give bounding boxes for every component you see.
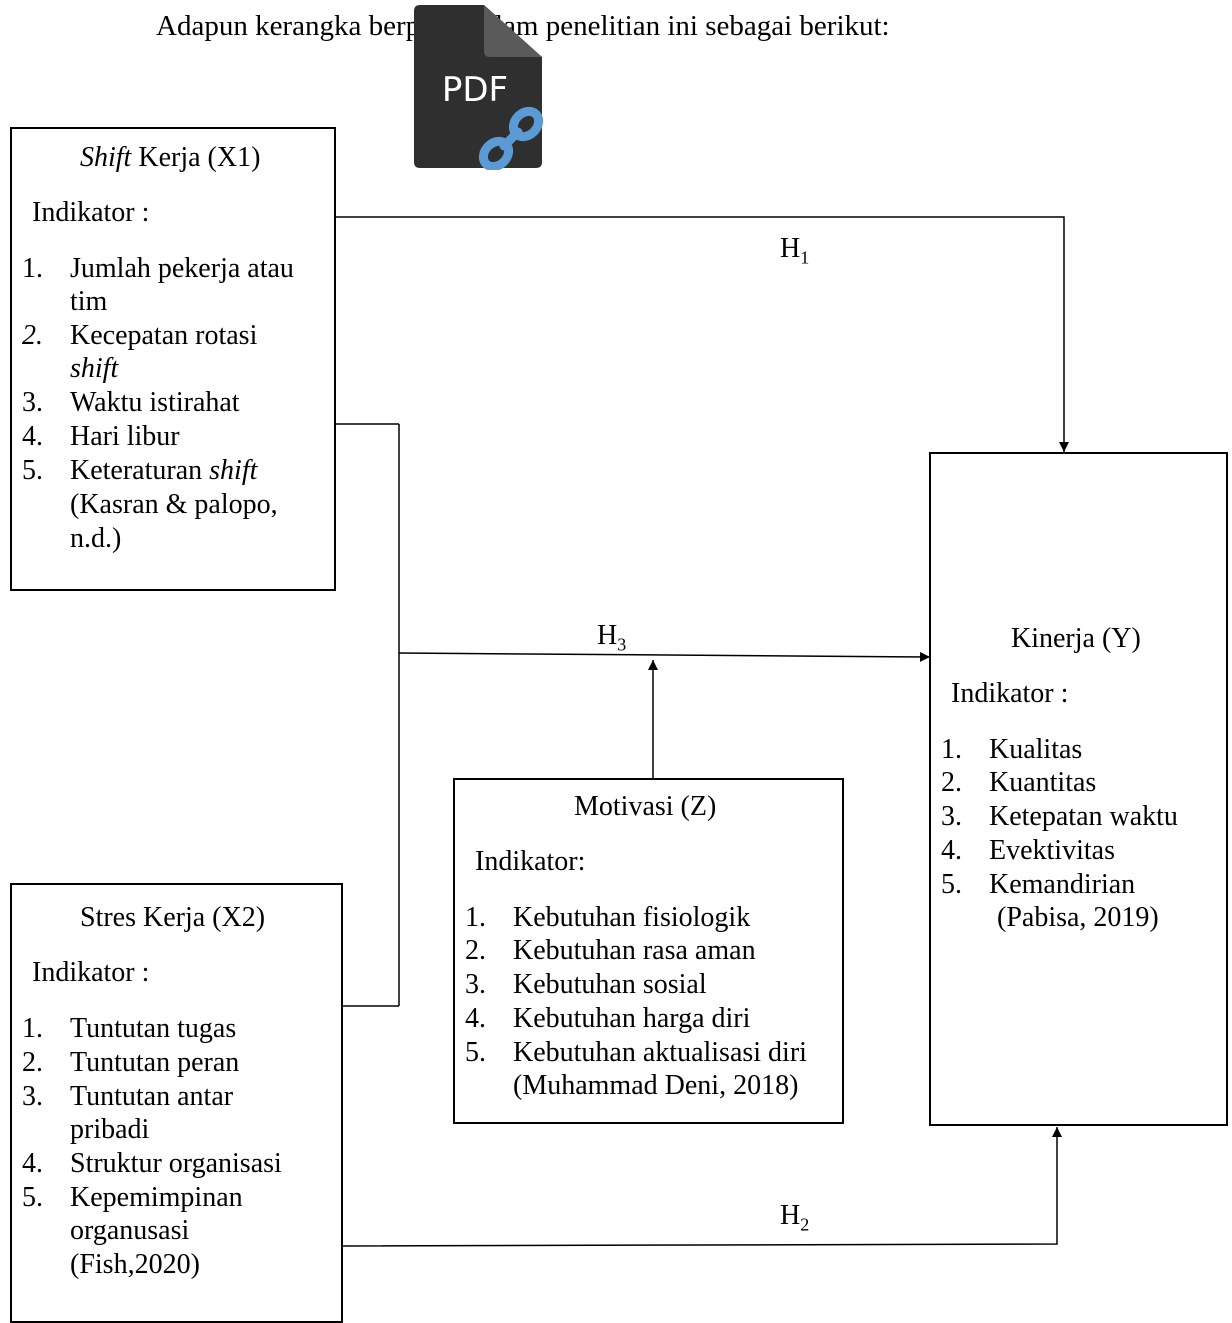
shift-kerja-item-num: 2. xyxy=(22,320,43,351)
stres-kerja-indicator-label: Indikator : xyxy=(32,957,150,988)
kinerja-indicator-label: Indikator : xyxy=(951,678,1069,709)
kinerja-title: Kinerja (Y) xyxy=(1011,623,1141,654)
motivasi-item-num: 5. xyxy=(465,1037,486,1068)
pdf-icon-label: PDF xyxy=(442,70,508,110)
kinerja-item-text: Kualitas xyxy=(989,734,1083,765)
shift-kerja-item-text: Keteraturan shift xyxy=(70,455,258,486)
shift-kerja-item-text: Hari libur xyxy=(70,421,180,452)
kinerja-item-text: Ketepatan waktu xyxy=(989,801,1178,832)
kinerja-item-num: 5. xyxy=(941,869,962,900)
shift-kerja-box xyxy=(10,127,336,591)
stres-kerja-title: Stres Kerja (X2) xyxy=(80,902,266,933)
intro-text: Adapun kerangka berpikir dalam penelitia… xyxy=(156,10,890,42)
shift-kerja-item-num: 1. xyxy=(22,253,43,284)
motivasi-item-text: Kebutuhan fisiologik xyxy=(513,902,751,933)
stres-kerja-item-text: Struktur organisasi xyxy=(70,1148,282,1179)
motivasi-item-num: 2. xyxy=(465,935,486,966)
shift-kerja-item-num: 3. xyxy=(22,387,43,418)
kinerja-item-num: 4. xyxy=(941,835,962,866)
h3-label: H3 xyxy=(597,620,627,655)
shift-kerja-indicator-label: Indikator : xyxy=(32,197,150,228)
h1-label: H1 xyxy=(780,233,810,268)
shift-kerja-item-text: tim xyxy=(70,286,108,317)
kinerja-item-num: 1. xyxy=(941,734,962,765)
stres-kerja-item-text: (Fish,2020) xyxy=(70,1249,200,1280)
stres-kerja-item-num: 3. xyxy=(22,1081,43,1112)
shift-kerja-title: Shift Kerja (X1) xyxy=(80,142,261,173)
shift-kerja-item-num: 4. xyxy=(22,421,43,452)
stres-kerja-item-text: Kepemimpinan xyxy=(70,1182,243,1213)
motivasi-item-num: 1. xyxy=(465,902,486,933)
kinerja-citation: (Pabisa, 2019) xyxy=(997,902,1159,933)
kinerja-item-text: Kuantitas xyxy=(989,767,1097,798)
h2-connector xyxy=(342,1127,1062,1247)
motivasi-item-text: Kebutuhan aktualisasi diri xyxy=(513,1037,807,1068)
motivasi-box xyxy=(453,778,844,1124)
motivasi-item-text: Kebutuhan rasa aman xyxy=(513,935,756,966)
motivasi-item-num: 4. xyxy=(465,1003,486,1034)
pdf-link-icon[interactable]: PDF xyxy=(412,5,552,170)
shift-kerja-item-text: Kecepatan rotasi xyxy=(70,320,258,351)
motivasi-item-text: Kebutuhan sosial xyxy=(513,969,707,1000)
stres-kerja-item-text: Tuntutan peran xyxy=(70,1047,240,1078)
shift-kerja-item-text: n.d.) xyxy=(70,523,122,554)
shift-kerja-item-text: Waktu istirahat xyxy=(70,387,240,418)
stres-kerja-item-text: Tuntutan tugas xyxy=(70,1013,237,1044)
motivasi-item-text: Kebutuhan harga diri xyxy=(513,1003,751,1034)
kinerja-item-num: 3. xyxy=(941,801,962,832)
shift-kerja-item-text: shift xyxy=(70,353,119,384)
motivasi-item-num: 3. xyxy=(465,969,486,1000)
stres-kerja-item-text: Tuntutan antar xyxy=(70,1081,234,1112)
shift-kerja-item-num: 5. xyxy=(22,455,43,486)
stres-kerja-item-num: 5. xyxy=(22,1182,43,1213)
shift-kerja-item-text: (Kasran & palopo, xyxy=(70,489,278,520)
stres-kerja-item-num: 2. xyxy=(22,1047,43,1078)
stres-kerja-item-num: 4. xyxy=(22,1148,43,1179)
stres-kerja-item-text: organusasi xyxy=(70,1215,190,1246)
motivasi-item-text: (Muhammad Deni, 2018) xyxy=(513,1070,799,1101)
motivasi-indicator-label: Indikator: xyxy=(475,846,586,877)
stres-kerja-item-num: 1. xyxy=(22,1013,43,1044)
kinerja-item-text: Evektivitas xyxy=(989,835,1115,866)
shift-kerja-item-text: Jumlah pekerja atau xyxy=(70,253,294,284)
motivasi-title: Motivasi (Z) xyxy=(574,791,717,822)
kinerja-item-text: Kemandirian xyxy=(989,869,1136,900)
h2-label: H2 xyxy=(780,1200,810,1235)
stres-kerja-item-text: pribadi xyxy=(70,1114,150,1145)
h3-connector xyxy=(398,651,931,662)
kinerja-box xyxy=(929,452,1228,1126)
kinerja-item-num: 2. xyxy=(941,767,962,798)
h1-connector xyxy=(336,216,1069,452)
